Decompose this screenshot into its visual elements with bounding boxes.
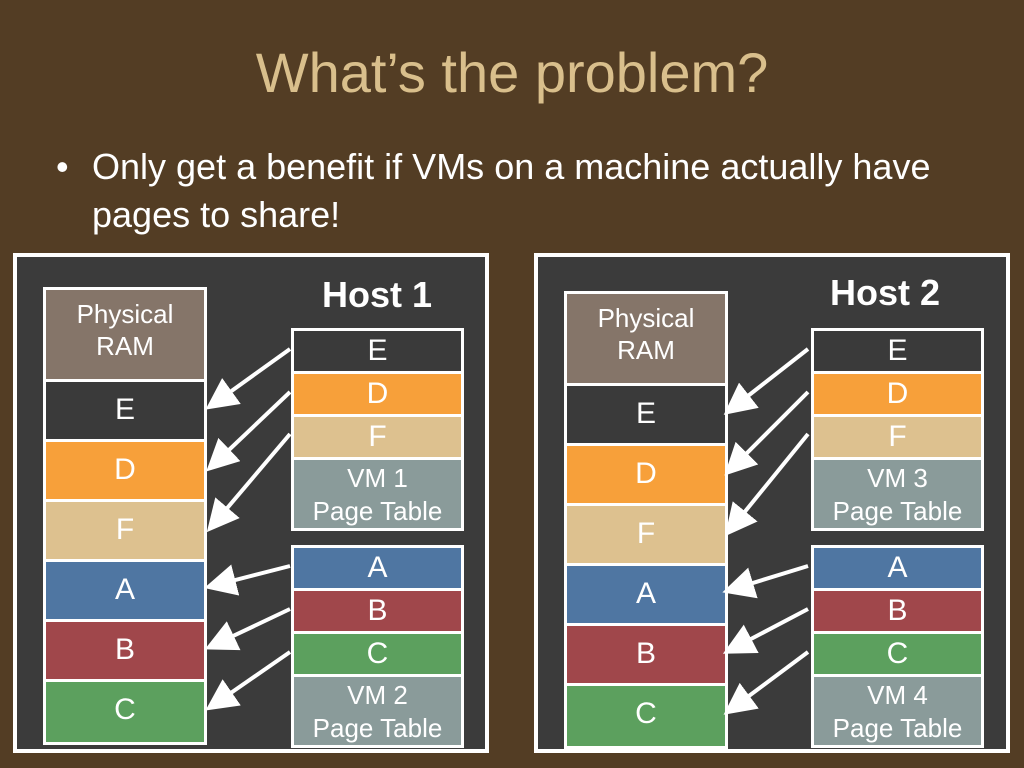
ram-page: F	[567, 506, 725, 566]
page-table-entry: D	[294, 374, 461, 417]
ram-page: D	[46, 442, 204, 502]
page-table-entry: B	[814, 591, 981, 634]
ram-page: A	[46, 562, 204, 622]
page-table-entry: A	[294, 548, 461, 591]
host-1-panel: Host 1 Physical RAM E D F A B C E D F VM…	[13, 253, 489, 753]
host-1-physical-ram: Physical RAM E D F A B C	[43, 287, 207, 745]
page-table-entry: E	[814, 331, 981, 374]
vm-3-page-table: E D F VM 3 Page Table	[811, 328, 984, 531]
ram-page: B	[567, 626, 725, 686]
arrow-b	[722, 607, 809, 654]
ram-page: D	[567, 446, 725, 506]
ram-header: Physical RAM	[46, 290, 204, 382]
arrow-e	[723, 347, 810, 415]
arrow-d	[724, 390, 810, 476]
page-table-label: VM 2 Page Table	[294, 677, 461, 745]
arrow-d	[206, 390, 292, 472]
arrow-f	[206, 432, 292, 533]
ram-page: B	[46, 622, 204, 682]
ram-header: Physical RAM	[567, 294, 725, 386]
arrow-c	[723, 650, 810, 715]
page-table-entry: B	[294, 591, 461, 634]
arrow-f	[724, 432, 810, 537]
bullet-marker: •	[56, 146, 69, 187]
page-table-label: VM 4 Page Table	[814, 677, 981, 745]
page-table-entry: D	[814, 374, 981, 417]
arrow-c	[205, 650, 292, 711]
ram-page: C	[567, 686, 725, 746]
page-table-label: VM 1 Page Table	[294, 460, 461, 528]
vm-2-page-table: A B C VM 2 Page Table	[291, 545, 464, 748]
page-table-label: VM 3 Page Table	[814, 460, 981, 528]
host-1-title: Host 1	[322, 274, 433, 315]
page-table-entry: A	[814, 548, 981, 591]
page-table-entry: C	[294, 634, 461, 677]
page-table-entry: C	[814, 634, 981, 677]
page-table-entry: F	[814, 417, 981, 460]
host-2-title: Host 2	[830, 272, 941, 313]
ram-page: C	[46, 682, 204, 742]
ram-page: E	[46, 382, 204, 442]
arrow-a	[204, 564, 291, 596]
bullet-point: • Only get a benefit if VMs on a machine…	[56, 143, 976, 239]
vm-4-page-table: A B C VM 4 Page Table	[811, 545, 984, 748]
vm-1-page-table: E D F VM 1 Page Table	[291, 328, 464, 531]
host-2-physical-ram: Physical RAM E D F A B C	[564, 291, 728, 749]
slide-title: What’s the problem?	[255, 41, 769, 104]
bullet-text: Only get a benefit if VMs on a machine a…	[92, 146, 931, 235]
ram-page: F	[46, 502, 204, 562]
page-table-entry: F	[294, 417, 461, 460]
arrow-b	[204, 607, 291, 651]
ram-page: E	[567, 386, 725, 446]
arrow-e	[205, 347, 292, 410]
arrow-a	[722, 564, 809, 599]
host-2-panel: Host 2 Physical RAM E D F A B C E D F VM…	[534, 253, 1010, 753]
page-table-entry: E	[294, 331, 461, 374]
ram-page: A	[567, 566, 725, 626]
